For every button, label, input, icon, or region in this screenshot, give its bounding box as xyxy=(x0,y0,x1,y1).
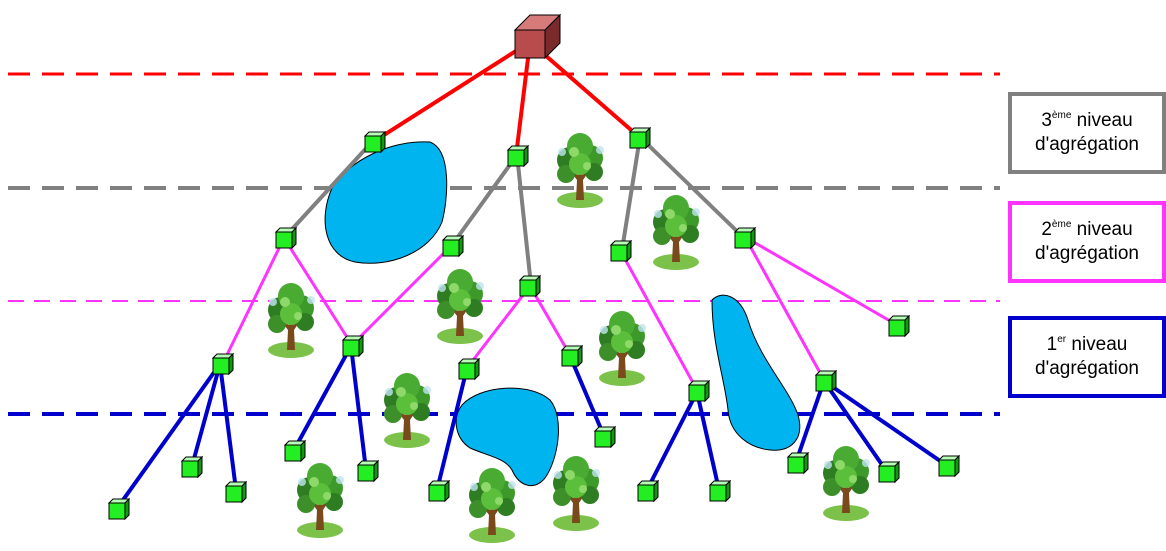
legend-level-1-line1: 1er niveau xyxy=(1046,334,1128,355)
node xyxy=(787,452,809,474)
node xyxy=(284,440,306,462)
node xyxy=(815,370,837,392)
node xyxy=(637,480,659,502)
node xyxy=(507,145,529,167)
node xyxy=(709,480,731,502)
lake-3 xyxy=(455,387,559,486)
legend-level-3: 3ème niveau d'agrégation xyxy=(1008,92,1166,174)
root-edges xyxy=(371,40,640,157)
tree-icon xyxy=(297,463,344,538)
node xyxy=(888,315,910,337)
tree-icon xyxy=(268,283,315,358)
level3-edges xyxy=(282,135,746,286)
node xyxy=(108,498,130,520)
tree-icon xyxy=(823,446,870,521)
node xyxy=(561,345,583,367)
node xyxy=(688,380,710,402)
node xyxy=(428,480,450,502)
node xyxy=(629,127,651,149)
lake-1 xyxy=(324,141,448,264)
node xyxy=(342,335,364,357)
node xyxy=(878,461,900,483)
legend-level-2-line2: d'agrégation xyxy=(1035,243,1139,264)
lake-2 xyxy=(711,294,801,451)
node xyxy=(734,227,756,249)
level1-edges xyxy=(116,345,948,509)
tree-icon xyxy=(384,373,431,448)
node xyxy=(357,460,379,482)
node xyxy=(458,358,480,380)
tree-icon xyxy=(599,311,646,386)
node xyxy=(594,426,616,448)
legend-level-3-line2: d'agrégation xyxy=(1035,134,1139,155)
level2-edges xyxy=(220,235,898,391)
node xyxy=(519,275,541,297)
tree-icon xyxy=(469,468,516,543)
node xyxy=(181,456,203,478)
node xyxy=(442,235,464,257)
legend-level-2: 2ème niveau d'agrégation xyxy=(1008,201,1166,283)
legend-level-3-line1: 3ème niveau xyxy=(1041,110,1133,131)
node xyxy=(364,131,386,153)
tree-icon xyxy=(553,456,600,531)
legend-level-2-line1: 2ème niveau xyxy=(1041,219,1133,240)
node xyxy=(225,481,247,503)
node xyxy=(212,353,234,375)
tree-icon xyxy=(557,133,604,208)
node xyxy=(938,455,960,477)
tree-icon xyxy=(653,195,700,270)
root-node xyxy=(513,13,562,60)
legend-level-1: 1er niveau d'agrégation xyxy=(1008,316,1166,398)
legend-level-1-line2: d'agrégation xyxy=(1035,358,1139,379)
tree-icon xyxy=(437,269,484,344)
node xyxy=(610,240,632,262)
node xyxy=(275,227,297,249)
